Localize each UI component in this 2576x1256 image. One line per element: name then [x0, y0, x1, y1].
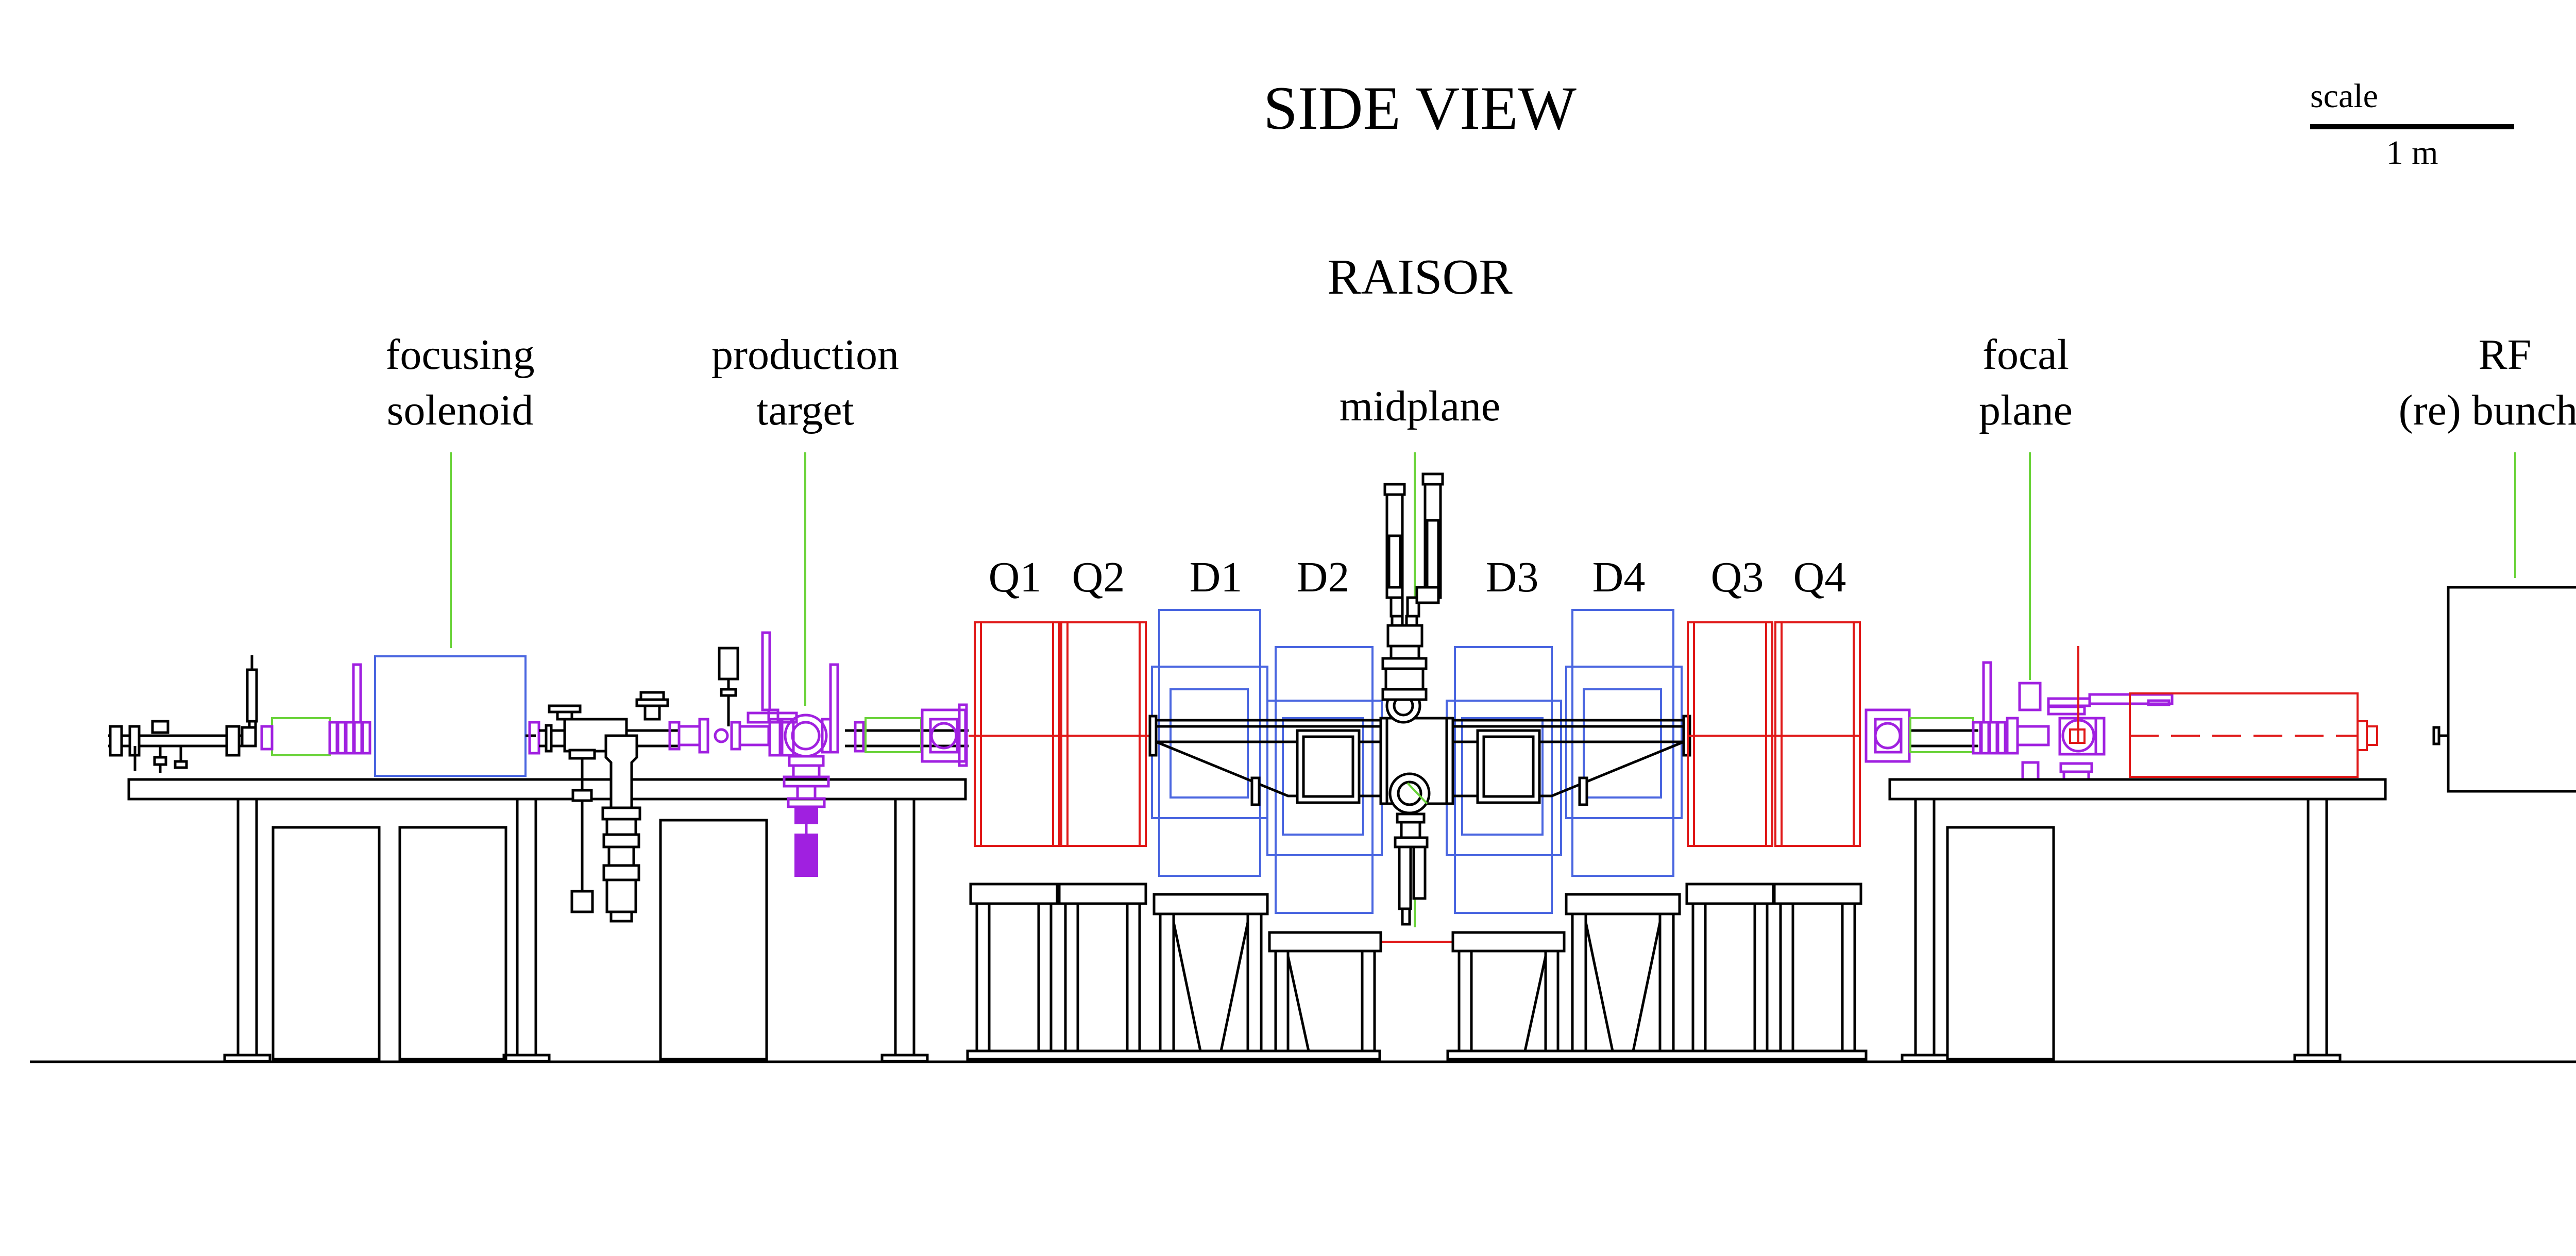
right-support-table — [1888, 778, 2387, 1063]
diagram-title: SIDE VIEW — [1263, 74, 1577, 142]
vacuum-chamber — [1148, 715, 1691, 806]
diagram-subtitle: RAISOR — [1327, 249, 1513, 305]
scale-value: 1 m — [2386, 134, 2438, 172]
callout-rf-buncher: RF (re) buncher — [2399, 331, 2576, 578]
quadrupole-q3 — [1687, 621, 1777, 847]
magnet-label-d1: D1 — [1190, 553, 1243, 601]
callout-focal-plane-line1: focal — [1982, 331, 2069, 379]
scale-bar: scale 1 m — [2310, 77, 2514, 172]
focusing-solenoid — [374, 655, 527, 777]
callout-production-target-line1: production — [711, 331, 899, 379]
callout-midplane: midplane — [1340, 382, 1501, 927]
callout-production-target-line2: target — [756, 386, 854, 434]
quadrupole-q1 — [969, 621, 1066, 847]
callout-focusing-solenoid-line1: focusing — [385, 331, 534, 379]
downstream-beamline — [1865, 646, 2378, 797]
quadrupole-q2 — [1060, 621, 1154, 847]
upstream-beamline — [108, 631, 969, 923]
callout-production-target: production target — [711, 331, 899, 706]
magnet-label-q4: Q4 — [1793, 553, 1846, 601]
scale-label: scale — [2310, 77, 2378, 115]
magnet-label-q1: Q1 — [989, 553, 1042, 601]
magnet-label-d3: D3 — [1486, 553, 1539, 601]
magnet-label-q2: Q2 — [1072, 553, 1125, 601]
dipole-d2 — [1266, 646, 1383, 914]
magnet-label-q3: Q3 — [1711, 553, 1764, 601]
magnet-label-d2: D2 — [1297, 553, 1350, 601]
callout-midplane-line1: midplane — [1340, 382, 1501, 430]
magnet-stands — [966, 882, 1868, 1061]
midplane-chamber — [1340, 472, 1494, 943]
callout-rf-buncher-line1: RF — [2479, 331, 2532, 379]
rf-buncher-box — [2447, 586, 2576, 793]
callout-focal-plane-line2: plane — [1979, 386, 2073, 434]
callout-focusing-solenoid-line2: solenoid — [387, 386, 534, 434]
rf-buncher — [2432, 586, 2576, 793]
callout-focusing-solenoid: focusing solenoid — [385, 331, 535, 648]
magnet-label-d4: D4 — [1592, 553, 1646, 601]
callout-focal-plane: focal plane — [1979, 331, 2073, 680]
callout-rf-buncher-line2: (re) buncher — [2399, 386, 2576, 434]
quadrupole-q4 — [1774, 621, 1861, 847]
left-support-table — [127, 778, 967, 1063]
